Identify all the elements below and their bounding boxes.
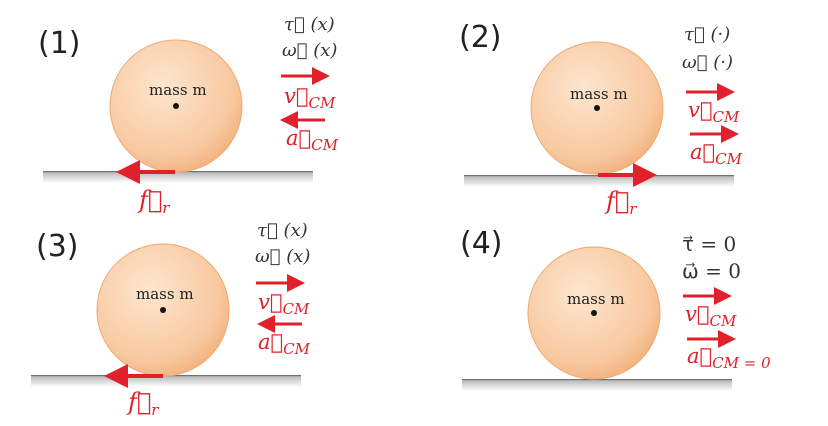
mass-label-3: mass m (136, 285, 194, 303)
center-dot-4 (591, 310, 597, 316)
velocity-label-4: v⃗CM (685, 302, 737, 330)
angular-velocity-label-1: ω⃗ (x) (282, 40, 338, 61)
panel-number-1: (1) (38, 26, 81, 61)
friction-label-1: f⃗r (139, 186, 170, 217)
ground-1 (43, 171, 313, 183)
velocity-label-3: v⃗CM (258, 290, 310, 318)
velocity-label-1: v⃗CM (284, 84, 336, 112)
ground-3 (31, 375, 301, 387)
mass-label-1: mass m (149, 81, 207, 99)
ground-2 (464, 175, 734, 187)
torque-label-3: τ⃗ (x) (257, 220, 308, 241)
torque-label-4: τ⃗ = 0 (682, 232, 737, 256)
center-dot-1 (173, 103, 179, 109)
friction-label-3: f⃗r (128, 388, 159, 419)
angular-velocity-label-3: ω⃗ (x) (255, 246, 311, 267)
panel-3 (31, 243, 305, 388)
panel-1 (43, 39, 330, 184)
acceleration-label-2: a⃗CM (690, 140, 742, 168)
velocity-label-2: v⃗CM (688, 98, 740, 126)
mass-label-4: mass m (567, 290, 625, 308)
acceleration-label-3: a⃗CM (258, 330, 310, 358)
panel-number-3: (3) (36, 229, 79, 264)
torque-label-2: τ⃗ (·) (684, 24, 731, 45)
center-dot-2 (594, 105, 600, 111)
panel-4 (462, 246, 736, 391)
mass-label-2: mass m (570, 85, 628, 103)
acceleration-label-1: a⃗CM (286, 126, 338, 154)
friction-label-2: f⃗r (606, 187, 637, 218)
center-dot-3 (160, 307, 166, 313)
acceleration-label-4: a⃗CM = 0 (687, 344, 771, 372)
angular-velocity-label-4: ω⃗ = 0 (682, 259, 741, 283)
panel-number-2: (2) (459, 20, 502, 55)
torque-label-1: τ⃗ (x) (284, 14, 335, 35)
ground-4 (462, 379, 732, 391)
panel-2 (464, 41, 739, 187)
panel-number-4: (4) (460, 226, 503, 261)
angular-velocity-label-2: ω⃗ (·) (682, 52, 733, 73)
